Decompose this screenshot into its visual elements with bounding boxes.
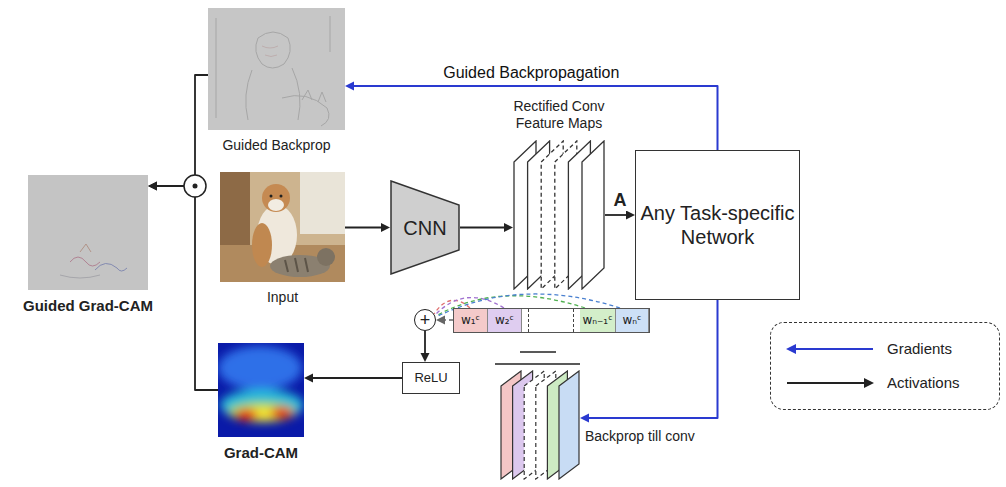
guided-grad-cam-image: Guided Grad-CAM: [28, 175, 148, 290]
stack1-shape: [513, 140, 605, 290]
arrowhead: [421, 353, 430, 362]
arrowhead: [436, 316, 445, 325]
shape-label: CNN: [403, 216, 446, 240]
connector: [421, 331, 430, 362]
arrowhead: [345, 82, 354, 91]
connector-line: [424, 331, 426, 353]
connector: [460, 223, 513, 232]
arrowhead: [304, 374, 313, 383]
legend-label: Gradients: [887, 340, 952, 358]
box-label: ReLU: [414, 370, 447, 386]
input-photo: [220, 172, 345, 282]
arrowhead: [381, 223, 390, 232]
guided-backprop-image: Guided Backprop: [208, 8, 345, 130]
connector: [148, 182, 218, 391]
stack2-shape: [500, 370, 580, 480]
connector-line: [345, 227, 381, 229]
arrowhead: [504, 223, 513, 232]
caption: Backprop till conv: [585, 428, 695, 445]
arrowhead: [148, 182, 157, 191]
connector-line: [157, 186, 218, 390]
relu-box: ReLU: [402, 362, 460, 394]
weight-cell: w₂ᶜ: [488, 309, 522, 332]
grad-cam-heatmap: [218, 343, 304, 437]
grad-cam-image: Grad-CAM: [218, 343, 304, 437]
gradient-map-stack: Backprop till conv: [500, 370, 580, 480]
arrowhead: [580, 414, 589, 423]
connector: [605, 211, 635, 220]
task-network-box: Any Task-specific Network: [635, 150, 800, 300]
connector: [345, 82, 718, 151]
connector-line: [313, 377, 402, 379]
cnn-block: CNN: [390, 180, 460, 275]
legend-row: Gradients: [785, 332, 985, 366]
feature-map-stack: Rectified Conv Feature Maps: [513, 140, 605, 290]
weight-cell: wₙ₋₁ᶜ: [580, 309, 616, 332]
weight-vector: w₁ᶜw₂ᶜ wₙ₋₁ᶜwₙᶜ: [453, 308, 650, 333]
edge-label: A: [612, 190, 629, 211]
input-image: Input: [220, 172, 345, 282]
dashed-gap: [528, 309, 574, 332]
connector-line: [460, 227, 504, 229]
sum-circle: +: [414, 309, 436, 331]
sum-sign: +: [420, 311, 431, 329]
image-caption: Guided Backprop: [222, 137, 330, 154]
image-caption: Input: [267, 289, 298, 306]
connector: [345, 223, 390, 232]
legend-row: Activations: [785, 366, 985, 400]
legend-box: GradientsActivations: [770, 322, 1000, 410]
connector: [304, 374, 402, 383]
multiply-symbol: [184, 175, 206, 197]
connector: [436, 316, 453, 325]
caption: Rectified Conv Feature Maps: [489, 98, 629, 132]
connector-line: [445, 319, 453, 320]
weight-cell: w₁ᶜ: [454, 309, 488, 332]
image-caption: Grad-CAM: [224, 444, 298, 462]
connector: [580, 300, 718, 423]
arrowhead: [148, 182, 157, 191]
connector-line: [157, 75, 208, 186]
weight-cell: wₙᶜ: [616, 309, 649, 332]
arrowhead: [626, 211, 635, 220]
guided-grad-cam-image: [28, 175, 148, 290]
box-label: Any Task-specific Network: [636, 201, 799, 249]
pooling-bars: [495, 352, 580, 364]
legend-arrow: [785, 375, 875, 391]
image-caption: Guided Grad-CAM: [23, 297, 153, 315]
legend-arrow: [785, 341, 875, 357]
connector-line: [605, 214, 626, 216]
guided-backprop-image: [208, 8, 345, 130]
connector: [148, 75, 208, 191]
legend-label: Activations: [887, 374, 960, 392]
edge-label: Guided Backpropagation: [441, 64, 621, 82]
